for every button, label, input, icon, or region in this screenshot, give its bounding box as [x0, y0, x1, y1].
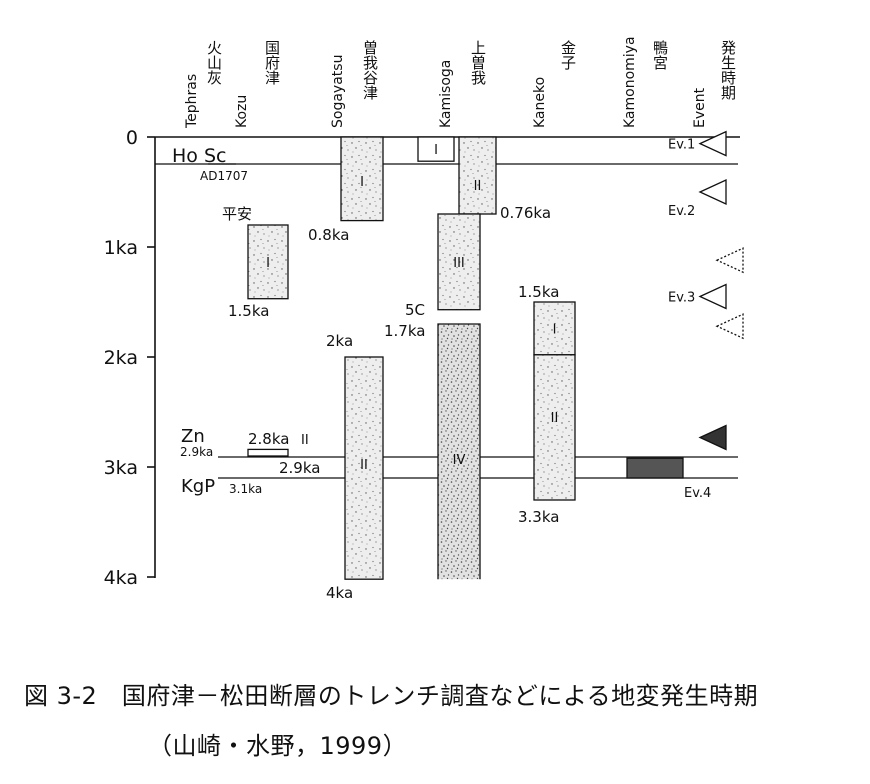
tephra-kgp-age: 3.1ka [229, 482, 262, 496]
tick-label-4: 4ka [104, 567, 138, 589]
soga-2ka: 2ka [326, 332, 353, 350]
box-kaneko-1 [533, 301, 576, 356]
event-label-4: Ev.3 [668, 291, 695, 306]
event-marker-5 [715, 313, 744, 340]
box-kamisoga-1 [417, 136, 455, 162]
soga-0-8ka: 0.8ka [308, 226, 349, 244]
header-tephras-ja: 火山灰 [205, 40, 223, 85]
event-label-2: Ev.2 [668, 204, 695, 219]
kami-5c: 5C [405, 301, 425, 319]
header-kaneko-ja: 金子 [559, 40, 577, 70]
header-kamonomiya-ja: 鴨宮 [651, 40, 669, 70]
kane-3-3ka: 3.3ka [518, 508, 559, 526]
event-marker-3 [715, 247, 744, 274]
box-kaneko-1-roman: I [553, 322, 557, 337]
trench-diagram: Tephras 火山灰 Kozu 国府津 Sogayatsu 曽我谷津 Kamisoga 上曽… [104, 36, 744, 602]
box-kamisoga-2-roman: II [474, 179, 482, 194]
header-kozu-en: Kozu [234, 95, 250, 128]
box-kamonomiya-1 [626, 457, 684, 479]
soga-4ka: 4ka [326, 584, 353, 602]
tephra-ho-sc: Ho Sc [172, 145, 226, 167]
tephra-kgp: KgP [181, 476, 215, 497]
header-sogayatsu-en: Sogayatsu [330, 55, 346, 128]
event-label-6: Ev.4 [684, 486, 711, 501]
header-kaneko-en: Kaneko [532, 77, 548, 128]
tick-label-0: 0 [126, 127, 138, 149]
kami-0-76ka: 0.76ka [500, 204, 551, 222]
kozu-2-8ka: 2.8ka [248, 430, 289, 448]
header-kozu-ja: 国府津 [263, 40, 281, 85]
kozu-2-9ka: 2.9ka [279, 459, 320, 477]
kami-1-7ka: 1.7ka [384, 322, 425, 340]
tephra-zn-age: 2.9ka [180, 445, 213, 459]
box-sogayatsu-1-roman: I [360, 175, 364, 190]
event-marker-6 [698, 424, 727, 451]
box-kaneko-2-roman: II [551, 411, 559, 426]
tephra-ho-sc-age: AD1707 [200, 169, 248, 183]
column-headers: Tephras 火山灰 Kozu 国府津 Sogayatsu 曽我谷津 Kamisoga 上曽… [184, 36, 737, 129]
caption-citation: （山崎・水野，1999） [148, 732, 408, 760]
box-kamisoga-4-outline [437, 323, 481, 580]
box-kaneko-2 [533, 354, 576, 501]
kane-1-5ka: 1.5ka [518, 283, 559, 301]
box-kamisoga-3 [437, 213, 481, 311]
kozu-1-5ka: 1.5ka [228, 302, 269, 320]
header-kamisoga-en: Kamisoga [438, 60, 454, 128]
box-kamisoga-4 [438, 324, 480, 580]
box-sogayatsu-2-roman: II [360, 458, 368, 473]
header-tephras-en: Tephras [184, 74, 200, 129]
event-markers: Ev.1Ev.2Ev.3Ev.4 [668, 130, 744, 501]
box-kozu-2 [247, 448, 289, 457]
axis-ticks: 0 1ka 2ka 3ka 4ka [104, 127, 155, 589]
header-event-en: Event [692, 87, 708, 128]
box-kamisoga-2 [458, 136, 497, 215]
box-kamisoga-4-roman: IV [453, 453, 466, 468]
header-kamonomiya-en: Kamonomiya [622, 36, 638, 128]
header-sogayatsu-ja: 曽我谷津 [361, 40, 379, 100]
caption-title: 図 3-2 国府津－松田断層のトレンチ調査などによる地変発生時期 [24, 682, 759, 710]
tephra-zn: Zn [181, 426, 205, 447]
header-kamisoga-ja: 上曽我 [469, 40, 487, 85]
box-kozu-1 [247, 224, 289, 300]
header-event-ja: 発生時期 [719, 40, 737, 101]
tick-label-1: 1ka [104, 237, 138, 259]
box-kozu-1-roman: I [266, 256, 270, 271]
box-sogayatsu-2 [344, 356, 384, 580]
tick-label-3: 3ka [104, 457, 138, 479]
event-marker-1 [698, 130, 727, 157]
heian-label: 平安 [222, 205, 252, 223]
tick-label-2: 2ka [104, 347, 138, 369]
event-marker-4 [698, 283, 727, 310]
kozu-roman-ii: II [301, 433, 309, 448]
box-kamisoga-3-roman: III [453, 256, 465, 271]
box-sogayatsu-1 [340, 136, 384, 222]
box-kamisoga-1-roman: I [434, 143, 438, 158]
event-marker-2 [698, 178, 727, 206]
event-label-1: Ev.1 [668, 138, 695, 153]
